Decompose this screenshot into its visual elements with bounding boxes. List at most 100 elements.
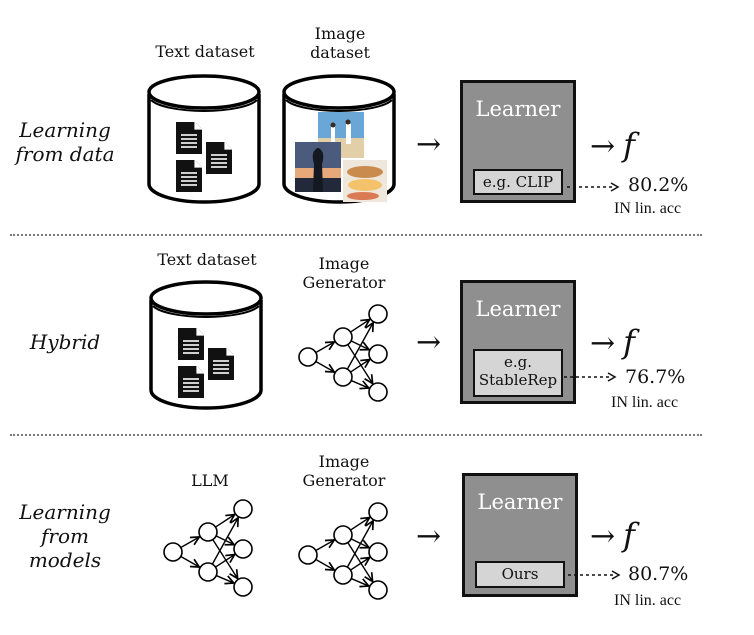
neural-network-icon: [163, 499, 253, 597]
network-edge: [215, 554, 235, 568]
network-node: [333, 565, 353, 585]
network-edge: [180, 537, 200, 549]
document-icon: [176, 160, 202, 192]
function-symbol: f: [623, 126, 635, 164]
network-node: [333, 327, 353, 347]
row-label: Hybrid: [0, 330, 130, 354]
network-edge: [350, 557, 370, 571]
method-box: Ours: [475, 561, 565, 588]
method-label: e.g. CLIP: [482, 173, 554, 191]
database-icon: [149, 280, 263, 410]
source-label-line: Text dataset: [157, 250, 257, 269]
network-edge: [211, 518, 238, 565]
network-edge: [350, 319, 370, 333]
row-label-line: from: [41, 524, 89, 548]
network-node: [298, 545, 318, 565]
source-label: Image Generator: [294, 254, 394, 292]
document-icon: [178, 366, 204, 398]
network-node: [163, 542, 183, 562]
row-label: Learning from models: [0, 500, 130, 572]
photo-food-icon: [343, 160, 387, 202]
network-edge: [215, 514, 235, 528]
row-separator: [10, 434, 702, 436]
dashed-arrow-icon: [568, 570, 621, 580]
learner-box: Learner e.g. CLIP: [460, 80, 576, 203]
source-label-line: Image: [318, 254, 370, 273]
network-node: [233, 499, 253, 519]
photo-sunset-icon: [295, 142, 341, 192]
arrow-icon: →: [590, 326, 616, 361]
network-node: [298, 347, 318, 367]
network-edge: [350, 517, 370, 531]
function-symbol: f: [623, 323, 635, 361]
network-node: [368, 542, 388, 562]
network-edge: [346, 521, 373, 568]
database-icon: [282, 74, 396, 204]
arrow-icon: →: [590, 129, 616, 164]
source-label-line: Generator: [302, 273, 386, 292]
learner-title: Learner: [475, 297, 561, 321]
source-label-line: Image: [318, 452, 370, 471]
source-label: Text dataset: [152, 250, 262, 269]
database-icon: [147, 74, 261, 204]
metric-label: IN lin. acc: [614, 592, 682, 609]
network-node: [368, 580, 388, 600]
row-label-line: Learning: [19, 500, 111, 524]
network-node: [198, 522, 218, 542]
network-node: [333, 367, 353, 387]
method-label: StableRep: [478, 371, 558, 389]
method-label: Ours: [501, 565, 539, 583]
output: →f: [590, 325, 635, 361]
network-edge: [315, 342, 335, 354]
learner-box: Learner Ours: [462, 473, 578, 597]
document-icon: [208, 348, 234, 380]
network-edge: [215, 574, 234, 584]
method-box: e.g. StableRep: [473, 349, 563, 397]
network-edge: [346, 323, 373, 370]
learner-box: Learner e.g. StableRep: [460, 280, 576, 404]
document-icon: [176, 122, 202, 154]
neural-network-icon: [298, 502, 388, 600]
network-node: [368, 502, 388, 522]
network-node: [368, 304, 388, 324]
arrow-icon: →: [590, 519, 616, 554]
arrow-icon: →: [416, 519, 442, 554]
network-edge: [350, 379, 369, 389]
network-edge: [315, 558, 335, 570]
accuracy-value: 80.7%: [628, 563, 689, 585]
network-node: [233, 539, 253, 559]
source-label-line: Image: [314, 24, 366, 43]
row-label-line: models: [28, 548, 102, 572]
dashed-arrow-icon: [567, 182, 620, 192]
network-node: [233, 577, 253, 597]
dashed-arrow-icon: [564, 372, 617, 382]
source-label: LLM: [160, 471, 260, 490]
function-symbol: f: [623, 516, 635, 554]
row-label: Learning from data: [0, 118, 130, 166]
source-label-line: dataset: [310, 43, 370, 62]
method-box: e.g. CLIP: [473, 169, 563, 195]
network-node: [198, 562, 218, 582]
network-edge: [315, 360, 335, 372]
document-icon: [206, 142, 232, 174]
neural-network-icon: [298, 304, 388, 402]
row-label-line: from data: [15, 142, 115, 166]
arrow-icon: →: [416, 127, 442, 162]
network-node: [368, 382, 388, 402]
accuracy-value: 76.7%: [625, 366, 686, 388]
arrow-icon: →: [416, 325, 442, 360]
output: →f: [590, 128, 635, 164]
method-label: e.g.: [503, 353, 532, 371]
document-icon: [178, 328, 204, 360]
metric-label: IN lin. acc: [614, 200, 682, 217]
network-node: [333, 525, 353, 545]
source-label-line: LLM: [191, 471, 229, 490]
output: →f: [590, 518, 635, 554]
source-label: Image dataset: [290, 24, 390, 62]
source-label-line: Generator: [302, 471, 386, 490]
row-label-line: Learning: [19, 118, 111, 142]
accuracy-value: 80.2%: [628, 174, 689, 196]
source-label: Text dataset: [150, 42, 260, 61]
learner-title: Learner: [477, 490, 563, 514]
source-label: Image Generator: [294, 452, 394, 490]
